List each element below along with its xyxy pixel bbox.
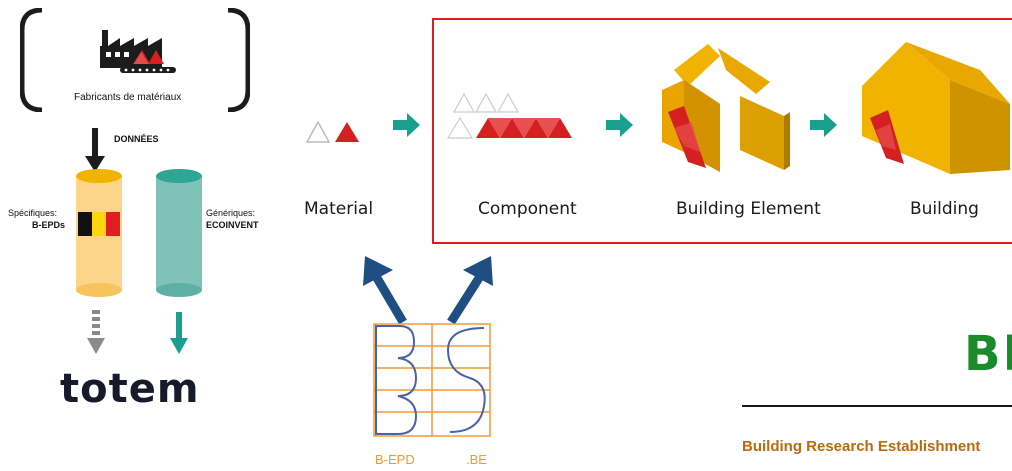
arrow-right-icon [393,113,420,137]
bepd-caption-left: B-EPD [375,452,415,467]
bepd-caption-right: .BE [466,452,487,467]
specific-label: Spécifiques: [8,208,58,218]
stage-building: Building [910,199,979,219]
totem-logo: totem [60,366,200,412]
left-panel: Fabricants de matériaux DONNÉES Spécifiq… [0,0,290,471]
bepd-up-arrows [363,256,493,325]
bepd-logo [373,323,491,437]
manufacturer-bracket [20,8,250,112]
generic-label: Génériques: [206,208,256,218]
dashed-arrow-icon [87,310,105,354]
arrow-right-icon [606,113,633,137]
stage-material: Material [304,199,374,219]
specific-data-cylinder [76,169,122,297]
specific-value: B-EPDs [32,220,66,230]
bre-tagline: Building Research Establishment [742,438,981,455]
generic-value: ECOINVENT [206,220,259,230]
data-arrow-icon [85,128,105,172]
stage-building-element: Building Element [676,199,821,219]
building-element-icon [662,44,790,172]
arrow-right-icon [810,113,837,137]
data-label: DONNÉES [114,134,159,144]
stage-component: Component [478,199,577,219]
generic-data-cylinder [156,169,202,297]
building-icon [862,42,1010,174]
teal-arrow-icon [170,312,188,354]
factory-icon [100,30,176,73]
lifecycle-box [432,18,1012,244]
material-triangles-icon [305,120,359,143]
bre-letters: BR [964,326,1012,382]
manufacturers-label: Fabricants de matériaux [74,92,182,103]
bre-divider [742,405,1012,407]
component-triangles-icon [446,92,572,139]
